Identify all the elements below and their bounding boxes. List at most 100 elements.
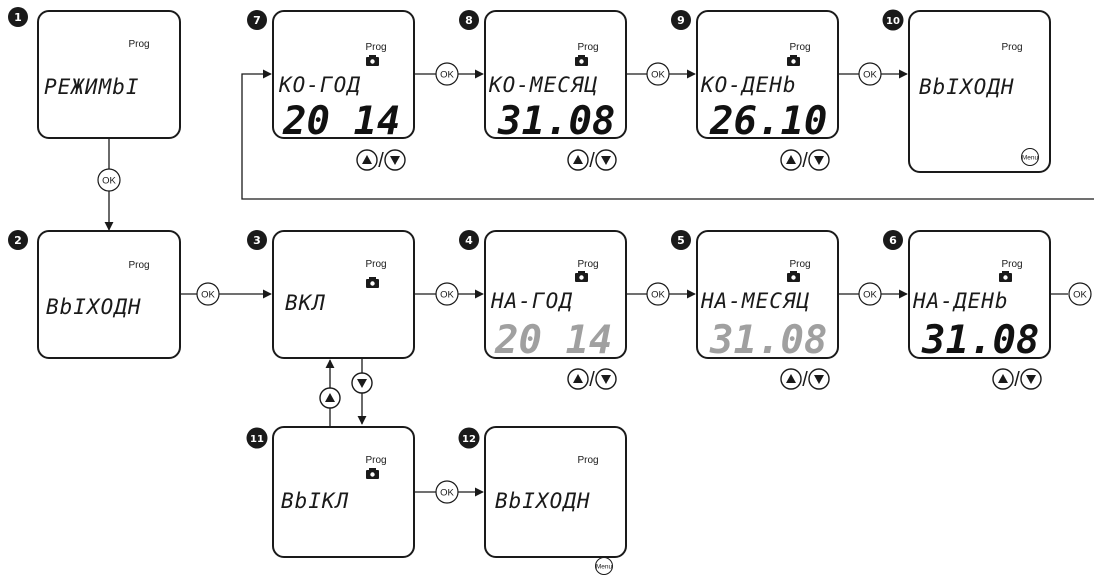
up-arrow-icon[interactable] bbox=[780, 149, 802, 171]
step-badge-12: 12 bbox=[458, 427, 480, 449]
screen-11: Prog BbIKЛ bbox=[272, 426, 415, 558]
ok-button-11-12[interactable]: OK bbox=[435, 480, 459, 504]
svg-text:12: 12 bbox=[462, 434, 476, 445]
prog-label: Prog bbox=[365, 455, 386, 466]
svg-text:6: 6 bbox=[889, 234, 897, 247]
svg-text:11: 11 bbox=[250, 434, 264, 445]
down-arrow-icon[interactable] bbox=[1020, 368, 1042, 390]
camera-icon bbox=[787, 55, 800, 66]
svg-text:1: 1 bbox=[14, 11, 22, 24]
slash-separator: / bbox=[589, 150, 595, 172]
screen-frame bbox=[908, 230, 1051, 359]
step-badge-1: 1 bbox=[8, 7, 28, 27]
slash-separator: / bbox=[1014, 369, 1020, 391]
svg-text:9: 9 bbox=[677, 14, 685, 27]
ok-button-6-out[interactable]: OK bbox=[1068, 282, 1092, 306]
lcd-text: BbIKЛ bbox=[281, 489, 349, 513]
slash-separator: / bbox=[802, 369, 808, 391]
ok-button-7-8[interactable]: OK bbox=[435, 62, 459, 86]
prog-label: Prog bbox=[577, 455, 598, 466]
screen-2: Prog BbIXOДH bbox=[37, 230, 181, 359]
svg-text:8: 8 bbox=[465, 14, 473, 27]
step-badge-3: 3 bbox=[247, 230, 267, 250]
screen-1: Prog PEЖИMbI bbox=[37, 10, 181, 139]
step-badge-4: 4 bbox=[459, 230, 479, 250]
ok-button-9-10[interactable]: OK bbox=[858, 62, 882, 86]
lcd-text: BbIXOДH bbox=[495, 489, 591, 513]
svg-text:7: 7 bbox=[253, 14, 261, 27]
screen-frame bbox=[696, 10, 839, 139]
ok-button-4-5[interactable]: OK bbox=[646, 282, 670, 306]
lcd-text: HA-MECЯЦ bbox=[700, 289, 810, 313]
ok-label: OK bbox=[102, 176, 116, 187]
up-arrow-icon[interactable] bbox=[567, 368, 589, 390]
prog-label: Prog bbox=[1001, 42, 1022, 53]
nav-up-down-6: / bbox=[992, 368, 1042, 391]
lcd-text: BbIXOДH bbox=[919, 75, 1015, 99]
ok-label: OK bbox=[440, 70, 454, 81]
ok-button-3-4[interactable]: OK bbox=[435, 282, 459, 306]
screen-4: Prog HA-ГOД 20 14 bbox=[484, 230, 627, 363]
up-arrow-icon[interactable] bbox=[780, 368, 802, 390]
screen-12: Prog BbIXOДH Menu bbox=[484, 426, 627, 575]
ok-button-2-3[interactable]: OK bbox=[196, 282, 220, 306]
nav-up-down-4: / bbox=[567, 368, 617, 391]
lcd-text: BKЛ bbox=[285, 291, 326, 315]
screen-3: Prog BKЛ bbox=[272, 230, 415, 359]
camera-icon bbox=[575, 271, 588, 282]
prog-label: Prog bbox=[789, 42, 810, 53]
step-badge-6: 6 bbox=[883, 230, 903, 250]
step-badge-2: 2 bbox=[8, 230, 28, 250]
ok-label: OK bbox=[651, 70, 665, 81]
screen-7: Prog KO-ГOД 20 14 bbox=[272, 10, 415, 144]
screen-frame bbox=[272, 10, 415, 139]
ok-label: OK bbox=[651, 290, 665, 301]
lcd-text: HA-ДEHb bbox=[912, 289, 1009, 313]
camera-icon bbox=[366, 468, 379, 479]
up-arrow-icon[interactable] bbox=[356, 149, 378, 171]
ok-button-5-6[interactable]: OK bbox=[858, 282, 882, 306]
menu-label: Menu bbox=[596, 564, 613, 571]
ok-label: OK bbox=[440, 488, 454, 499]
camera-icon bbox=[575, 55, 588, 66]
step-badge-10: 10 bbox=[882, 9, 904, 31]
down-arrow-icon[interactable] bbox=[595, 368, 617, 390]
down-arrow-icon[interactable] bbox=[384, 149, 406, 171]
ok-label: OK bbox=[201, 290, 215, 301]
prog-label: Prog bbox=[577, 259, 598, 270]
step-badge-9: 9 bbox=[671, 10, 691, 30]
step-badge-7: 7 bbox=[247, 10, 267, 30]
svg-text:3: 3 bbox=[253, 234, 261, 247]
menu-button-icon[interactable]: Menu bbox=[595, 557, 613, 575]
down-arrow-icon[interactable] bbox=[808, 149, 830, 171]
svg-text:10: 10 bbox=[886, 16, 900, 27]
prog-label: Prog bbox=[365, 259, 386, 270]
lcd-digits: 31.08 bbox=[921, 318, 1039, 363]
down-arrow-icon[interactable] bbox=[808, 368, 830, 390]
down-arrow-icon[interactable] bbox=[595, 149, 617, 171]
prog-label: Prog bbox=[365, 42, 386, 53]
svg-text:2: 2 bbox=[14, 234, 22, 247]
camera-icon bbox=[366, 55, 379, 66]
step-badge-8: 8 bbox=[459, 10, 479, 30]
ok-button-8-9[interactable]: OK bbox=[646, 62, 670, 86]
screen-frame bbox=[484, 426, 627, 558]
lcd-digits: 31.08 bbox=[497, 99, 615, 144]
return-line-to-7 bbox=[241, 69, 1094, 200]
nav-up-down-5: / bbox=[780, 368, 830, 391]
prog-label: Prog bbox=[789, 259, 810, 270]
camera-icon bbox=[999, 271, 1012, 282]
up-arrow-icon[interactable] bbox=[992, 368, 1014, 390]
camera-icon bbox=[366, 277, 379, 288]
screen-8: Prog KO-MECЯЦ 31.08 bbox=[484, 10, 627, 144]
ok-label: OK bbox=[863, 70, 877, 81]
up-arrow-icon[interactable] bbox=[567, 149, 589, 171]
ok-button-1-2[interactable]: OK bbox=[97, 168, 121, 192]
menu-button-icon[interactable]: Menu bbox=[1021, 148, 1039, 166]
up-arrow-icon[interactable] bbox=[319, 387, 341, 409]
nav-up-down-8: / bbox=[567, 149, 617, 172]
nav-up-down-9: / bbox=[780, 149, 830, 172]
ok-label: OK bbox=[1073, 290, 1087, 301]
down-arrow-icon[interactable] bbox=[351, 372, 373, 394]
lcd-text: KO-MECЯЦ bbox=[488, 73, 598, 97]
